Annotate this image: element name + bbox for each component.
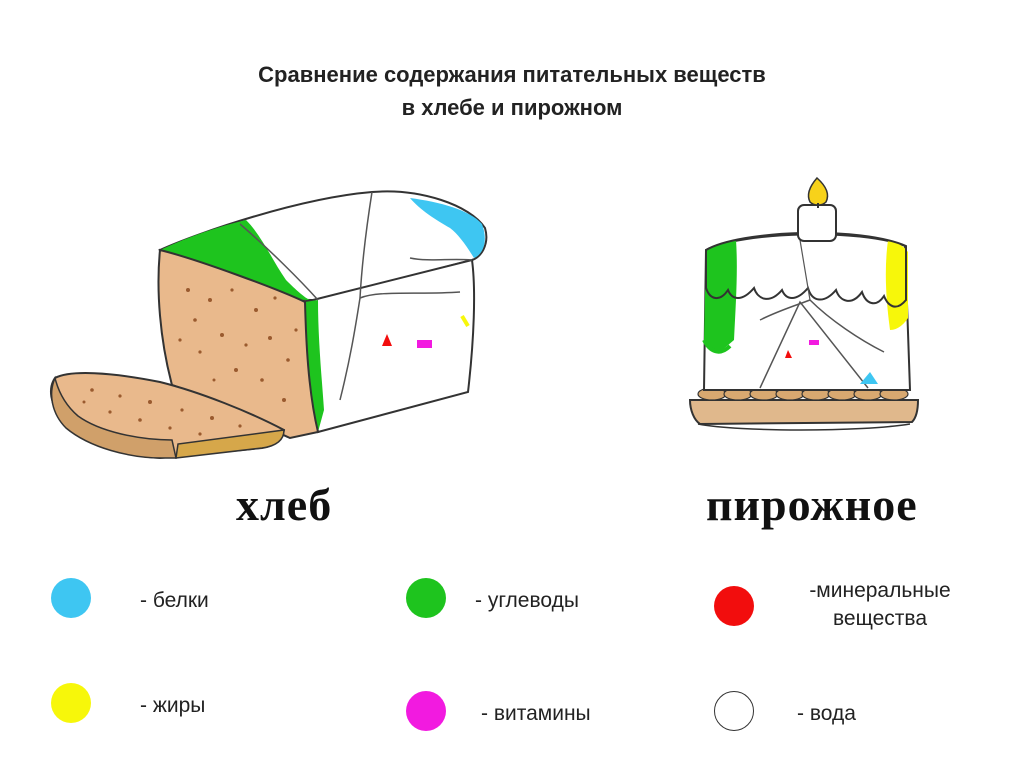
candle-flame bbox=[807, 176, 829, 206]
bread-protein-area bbox=[410, 198, 485, 258]
cake-protein-mark bbox=[860, 372, 878, 384]
bread-vitamins-mark bbox=[417, 340, 432, 348]
bread-crumb-dots bbox=[178, 288, 298, 402]
legend-fats-label: - жиры bbox=[140, 694, 206, 717]
bread-fats-mark bbox=[460, 314, 470, 328]
legend-carbs-label: - углеводы bbox=[475, 589, 579, 612]
bread-slice-dots bbox=[82, 388, 242, 436]
bread-minerals-mark bbox=[382, 334, 392, 346]
page-title: Сравнение содержания питательных веществ… bbox=[0, 58, 1024, 124]
cake-carbs-area bbox=[704, 240, 737, 352]
cake-illustration bbox=[688, 176, 920, 431]
legend-carbs-dot bbox=[406, 578, 446, 618]
legend-protein-dot bbox=[51, 578, 91, 618]
title-line-1: Сравнение содержания питательных веществ bbox=[258, 62, 766, 87]
bread-slice-crust-end bbox=[175, 429, 285, 459]
legend-water-label: - вода bbox=[797, 702, 856, 725]
legend-fats-dot bbox=[51, 683, 91, 723]
title-line-2: в хлебе и пирожном bbox=[401, 95, 623, 120]
cake-fats-area bbox=[885, 240, 908, 330]
bread-illustration bbox=[49, 190, 488, 460]
cake-minerals-mark bbox=[785, 350, 792, 358]
legend-protein-label: - белки bbox=[140, 589, 209, 612]
legend-vitamins-label: - витамины bbox=[481, 702, 591, 725]
bread-cut-face bbox=[157, 248, 320, 440]
legend-water-dot bbox=[714, 691, 754, 731]
legend-minerals-label: -минеральные вещества bbox=[809, 579, 951, 630]
cake-tray bbox=[688, 399, 920, 426]
bread-carbs-area bbox=[160, 220, 310, 300]
legend-minerals-dot bbox=[714, 586, 754, 626]
cake-frosting bbox=[705, 231, 907, 308]
cake-label: пирожное bbox=[706, 479, 918, 530]
bread-side-carbs bbox=[305, 300, 324, 432]
bread-label: хлеб bbox=[236, 479, 333, 530]
bread-slice-crust bbox=[50, 375, 177, 459]
cake-candle bbox=[797, 204, 837, 242]
cake-vitamins-mark bbox=[809, 340, 819, 345]
legend-vitamins-dot bbox=[406, 691, 446, 731]
